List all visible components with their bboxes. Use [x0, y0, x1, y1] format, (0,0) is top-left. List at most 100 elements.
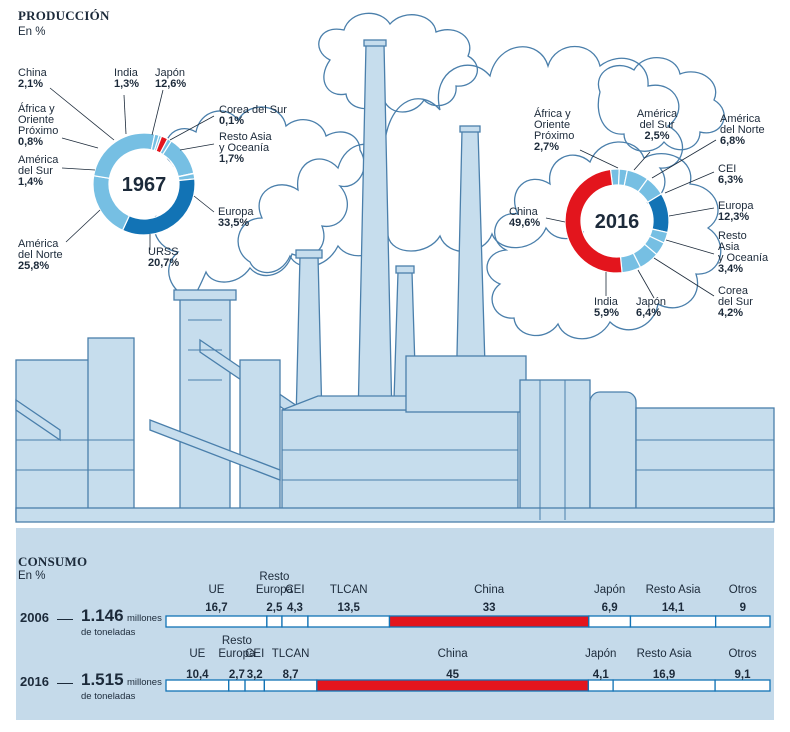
- leader-2016-cei: [664, 171, 715, 194]
- leader-2016-america-del-norte: [651, 139, 717, 179]
- leader-2016-japon: [637, 269, 655, 299]
- segment-2006-cei: [281, 615, 309, 628]
- building-frame-top: [173, 289, 237, 301]
- donut-hole-2016: [582, 186, 652, 256]
- segment-2006-ue: [165, 615, 268, 628]
- segment-value-2016-tlcan: 8,7: [283, 669, 299, 681]
- segment-value-2006-otros: 9: [740, 602, 746, 614]
- segment-2016-otros: [714, 679, 771, 692]
- segment-2016-japon: [587, 679, 614, 692]
- segment-label-2006-tlcan: TLCAN: [330, 584, 368, 596]
- chimney-tall-cap: [363, 39, 387, 47]
- slice-1967-india: [159, 138, 173, 156]
- consumo-amount-unit-2006: millones: [127, 613, 162, 624]
- leader-1967-resto-asia-y-oceania: [179, 143, 215, 151]
- segment-value-2016-resto-europa: 2,7: [229, 669, 245, 681]
- segment-value-2006-cei: 4,3: [287, 602, 303, 614]
- smoke-top-right: [597, 57, 725, 152]
- segment-2006-resto-europa: [266, 615, 283, 628]
- chimney-mid-cap: [295, 249, 323, 259]
- building-mid: [405, 355, 527, 413]
- consumo-amount-sub-2016: de toneladas: [81, 691, 136, 702]
- segment-label-2006-ue: UE: [208, 584, 224, 596]
- segment-2016-china: [316, 679, 590, 692]
- segment-value-2016-cei: 3,2: [247, 669, 263, 681]
- segment-value-2016-otros: 9,1: [735, 669, 752, 681]
- donut-center-year-1967: 1967: [122, 174, 167, 196]
- segment-value-2016-resto-asia: 16,9: [653, 669, 675, 681]
- segment-value-2006-ue: 16,7: [205, 602, 227, 614]
- consumo-amount-unit-2016: millones: [127, 677, 162, 688]
- segment-2006-tlcan: [307, 615, 391, 628]
- segment-value-2006-tlcan: 13,5: [338, 602, 361, 614]
- donut-center-year-2016: 2016: [595, 211, 640, 233]
- leader-1967-corea-del-sur: [169, 115, 215, 141]
- leader-2016-africa-y-oriente-proximo: [579, 149, 619, 169]
- segment-2016-cei: [244, 679, 266, 692]
- segment-value-2016-china: 45: [446, 669, 459, 681]
- segment-value-2006-china: 33: [483, 602, 496, 614]
- segment-value-2006-resto-asia: 14,1: [662, 602, 685, 614]
- segment-label-2016-cei: CEI: [245, 648, 264, 660]
- leader-2016-corea-del-sur: [653, 257, 715, 297]
- segment-label-2006-resto-asia: Resto Asia: [646, 584, 702, 596]
- segment-label-2016-ue: UE: [189, 648, 205, 660]
- leader-1967-africa-y-oriente-proximo: [61, 137, 99, 149]
- leader-1967-america-del-norte: [65, 209, 101, 243]
- segment-2016-resto-europa: [228, 679, 246, 692]
- consumo-amount-sub-2006: de toneladas: [81, 627, 136, 638]
- segment-value-2016-japon: 4,1: [593, 669, 610, 681]
- leader-2016: [57, 683, 73, 684]
- slice-2016-china: [564, 168, 623, 274]
- consumo-year-2006: 2006: [20, 610, 49, 625]
- produccion-unit: En %: [18, 26, 46, 38]
- segment-label-2016-otros: Otros: [728, 648, 756, 660]
- segment-label-2006-otros: Otros: [729, 584, 757, 596]
- segment-label-2016-japon: Japón: [585, 648, 616, 660]
- consumo-year-2016: 2016: [20, 674, 49, 689]
- leader-1967-america-del-sur: [61, 167, 96, 171]
- factory-buildings: [15, 289, 775, 523]
- leader-2016-europa: [668, 207, 715, 217]
- consumo-amount-2016: 1.515: [81, 670, 124, 689]
- segment-label-2016-resto-asia: Resto Asia: [637, 648, 693, 660]
- building-ramp-center: [149, 419, 281, 481]
- leader-2016-china: [545, 217, 566, 223]
- segment-label-2016-china: China: [438, 648, 469, 660]
- building-hall: [239, 359, 281, 521]
- segment-2016-resto-asia: [612, 679, 716, 692]
- segment-2016-tlcan: [263, 679, 318, 692]
- smoke-upper: [318, 12, 478, 113]
- segment-label-2016-tlcan: TLCAN: [272, 648, 310, 660]
- segment-value-2006-japon: 6,9: [602, 602, 618, 614]
- chimney-right-cap: [459, 125, 481, 133]
- building-right-block: [519, 379, 591, 521]
- segment-label-2006-china: China: [474, 584, 505, 596]
- segment-value-2016-ue: 10,4: [186, 669, 209, 681]
- leader-2016-resto-asia-y-oceania: [665, 239, 715, 255]
- leader-1967-japon: [151, 89, 164, 136]
- donut-hole-1967: [110, 150, 178, 218]
